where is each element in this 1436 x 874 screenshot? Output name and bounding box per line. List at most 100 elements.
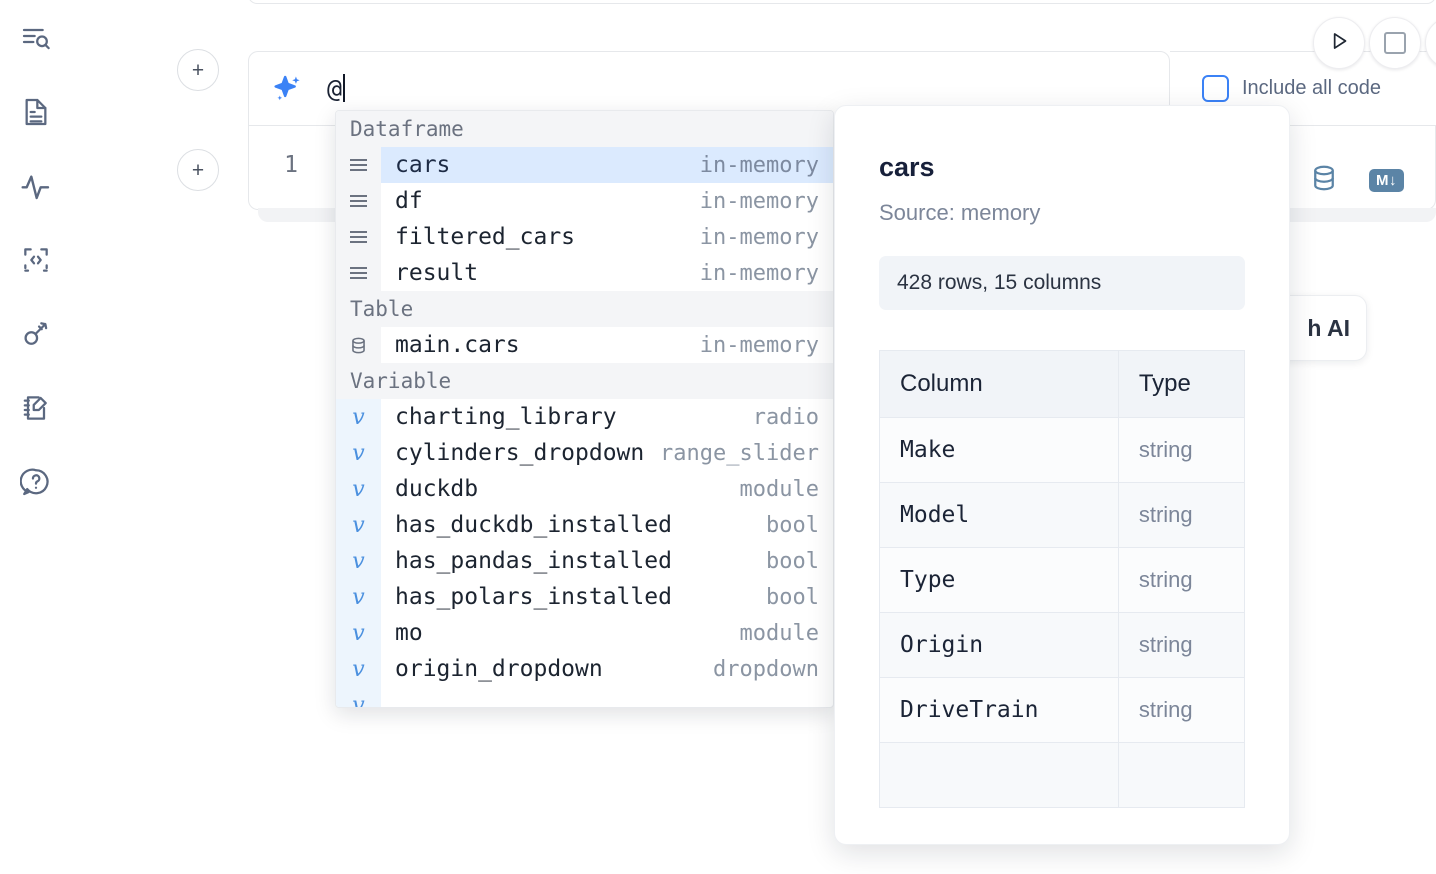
dropdown-item-type: module xyxy=(739,620,819,646)
scratchpad-icon xyxy=(20,392,52,424)
dataframe-rows-icon xyxy=(336,255,381,291)
dropdown-item-clipped[interactable]: v xyxy=(336,687,833,707)
dataframe-preview-panel: cars Source: memory 428 rows, 15 columns… xyxy=(834,105,1290,845)
dropdown-item-origin-dropdown[interactable]: v origin_dropdown dropdown xyxy=(336,651,833,687)
dropdown-item-type: bool xyxy=(766,584,819,610)
include-all-code-checkbox[interactable] xyxy=(1202,75,1229,102)
table-row: DriveTrain string xyxy=(879,677,1246,743)
dropdown-item-has-polars-installed[interactable]: v has_polars_installed bool xyxy=(336,579,833,615)
dropdown-item-name: has_duckdb_installed xyxy=(395,512,672,538)
dropdown-item-type: in-memory xyxy=(699,332,819,358)
sidebar-item-files[interactable] xyxy=(16,92,56,132)
sparkle-ai-icon xyxy=(271,72,305,106)
sidebar-item-help[interactable] xyxy=(16,462,56,502)
dropdown-item-name: charting_library xyxy=(395,404,617,430)
dropdown-item-cars[interactable]: cars in-memory xyxy=(336,147,833,183)
preview-source: Source: memory xyxy=(879,200,1041,225)
cell-toolbar: M↓ xyxy=(1309,163,1404,198)
cell-column-type xyxy=(1117,742,1246,808)
cell-column-name: Origin xyxy=(879,612,1119,678)
column-header-type: Type xyxy=(1117,350,1246,418)
dropdown-item-name: mo xyxy=(395,620,423,646)
sidebar-item-snippets[interactable] xyxy=(16,240,56,280)
cell-column-name: Make xyxy=(879,417,1119,483)
dropdown-item-name: filtered_cars xyxy=(395,224,576,250)
dropdown-item-charting-library[interactable]: v charting_library radio xyxy=(336,399,833,435)
cell-column-type: string xyxy=(1117,482,1246,548)
dropdown-item-type: in-memory xyxy=(699,152,819,178)
plus-icon: + xyxy=(191,58,205,82)
table-header-row: Column Type xyxy=(879,350,1246,418)
cell-column-type: string xyxy=(1117,677,1246,743)
dropdown-item-type: in-memory xyxy=(699,188,819,214)
dataframe-rows-icon xyxy=(336,219,381,255)
preview-shape-badge: 428 rows, 15 columns xyxy=(879,256,1245,310)
dropdown-item-name: has_polars_installed xyxy=(395,584,672,610)
dropdown-item-has-pandas-installed[interactable]: v has_pandas_installed bool xyxy=(336,543,833,579)
cell-column-name: Model xyxy=(879,482,1119,548)
dropdown-item-duckdb[interactable]: v duckdb module xyxy=(336,471,833,507)
dropdown-item-name: cylinders_dropdown xyxy=(395,440,645,466)
dropdown-item-filtered-cars[interactable]: filtered_cars in-memory xyxy=(336,219,833,255)
cell-column-type: string xyxy=(1117,417,1246,483)
table-row: Make string xyxy=(879,417,1246,483)
markdown-badge[interactable]: M↓ xyxy=(1369,169,1404,192)
dropdown-item-type: in-memory xyxy=(699,260,819,286)
dropdown-item-result[interactable]: result in-memory xyxy=(336,255,833,291)
dropdown-item-mo[interactable]: v mo module xyxy=(336,615,833,651)
include-all-code-row[interactable]: Include all code xyxy=(1202,75,1381,102)
variable-icon: v xyxy=(336,687,381,707)
dropdown-item-type: in-memory xyxy=(699,224,819,250)
dropdown-item-type: bool xyxy=(766,512,819,538)
text-cursor xyxy=(343,74,346,102)
variable-icon: v xyxy=(336,507,381,543)
dropdown-item-type: dropdown xyxy=(713,656,819,682)
dropdown-item-main-cars[interactable]: main.cars in-memory xyxy=(336,327,833,363)
dropdown-item-name: has_pandas_installed xyxy=(395,548,672,574)
cell-column-name: Type xyxy=(879,547,1119,613)
variable-icon: v xyxy=(336,579,381,615)
database-icon[interactable] xyxy=(1309,163,1339,198)
dropdown-item-name: main.cars xyxy=(395,332,520,358)
sidebar-item-scratchpad[interactable] xyxy=(16,388,56,428)
dropdown-item-name: df xyxy=(395,188,423,214)
ai-prompt-value: @ xyxy=(327,74,343,103)
dropdown-item-type: module xyxy=(739,476,819,502)
cell-column-name xyxy=(879,742,1119,808)
dropdown-item-has-duckdb-installed[interactable]: v has_duckdb_installed bool xyxy=(336,507,833,543)
file-icon xyxy=(20,96,52,128)
database-icon xyxy=(336,327,381,363)
plus-icon: + xyxy=(191,158,205,182)
preview-schema-table: Column Type Make string Model string Typ… xyxy=(879,350,1246,808)
dropdown-item-name: origin_dropdown xyxy=(395,656,603,682)
table-row: Origin string xyxy=(879,612,1246,678)
dropdown-group-label: Table xyxy=(336,291,833,327)
dataframe-rows-icon xyxy=(336,183,381,219)
dropdown-group-label: Dataframe xyxy=(336,111,833,147)
dataframe-rows-icon xyxy=(336,147,381,183)
add-cell-button-top[interactable]: + xyxy=(177,49,219,91)
variable-icon: v xyxy=(336,651,381,687)
autocomplete-dropdown[interactable]: Dataframe cars in-memory df in-memory fi… xyxy=(335,110,834,708)
secrets-key-icon xyxy=(20,318,52,350)
play-icon xyxy=(1326,28,1352,59)
variable-icon: v xyxy=(336,435,381,471)
dropdown-item-name: result xyxy=(395,260,479,286)
sidebar-item-secrets[interactable] xyxy=(16,314,56,354)
ai-prompt-input[interactable]: @ xyxy=(327,74,346,103)
line-number: 1 xyxy=(284,152,298,178)
dropdown-item-df[interactable]: df in-memory xyxy=(336,183,833,219)
stop-button[interactable] xyxy=(1369,17,1421,69)
sidebar-item-explorer[interactable] xyxy=(16,18,56,58)
table-row: Type string xyxy=(879,547,1246,613)
variable-icon: v xyxy=(336,399,381,435)
dropdown-item-cylinders-dropdown[interactable]: v cylinders_dropdown range_slider xyxy=(336,435,833,471)
run-button[interactable] xyxy=(1313,17,1365,69)
variable-icon: v xyxy=(336,471,381,507)
add-cell-button-bottom[interactable]: + xyxy=(177,149,219,191)
table-row: Model string xyxy=(879,482,1246,548)
dropdown-item-name: duckdb xyxy=(395,476,479,502)
sidebar-item-activity[interactable] xyxy=(16,166,56,206)
cell-column-type: string xyxy=(1117,547,1246,613)
